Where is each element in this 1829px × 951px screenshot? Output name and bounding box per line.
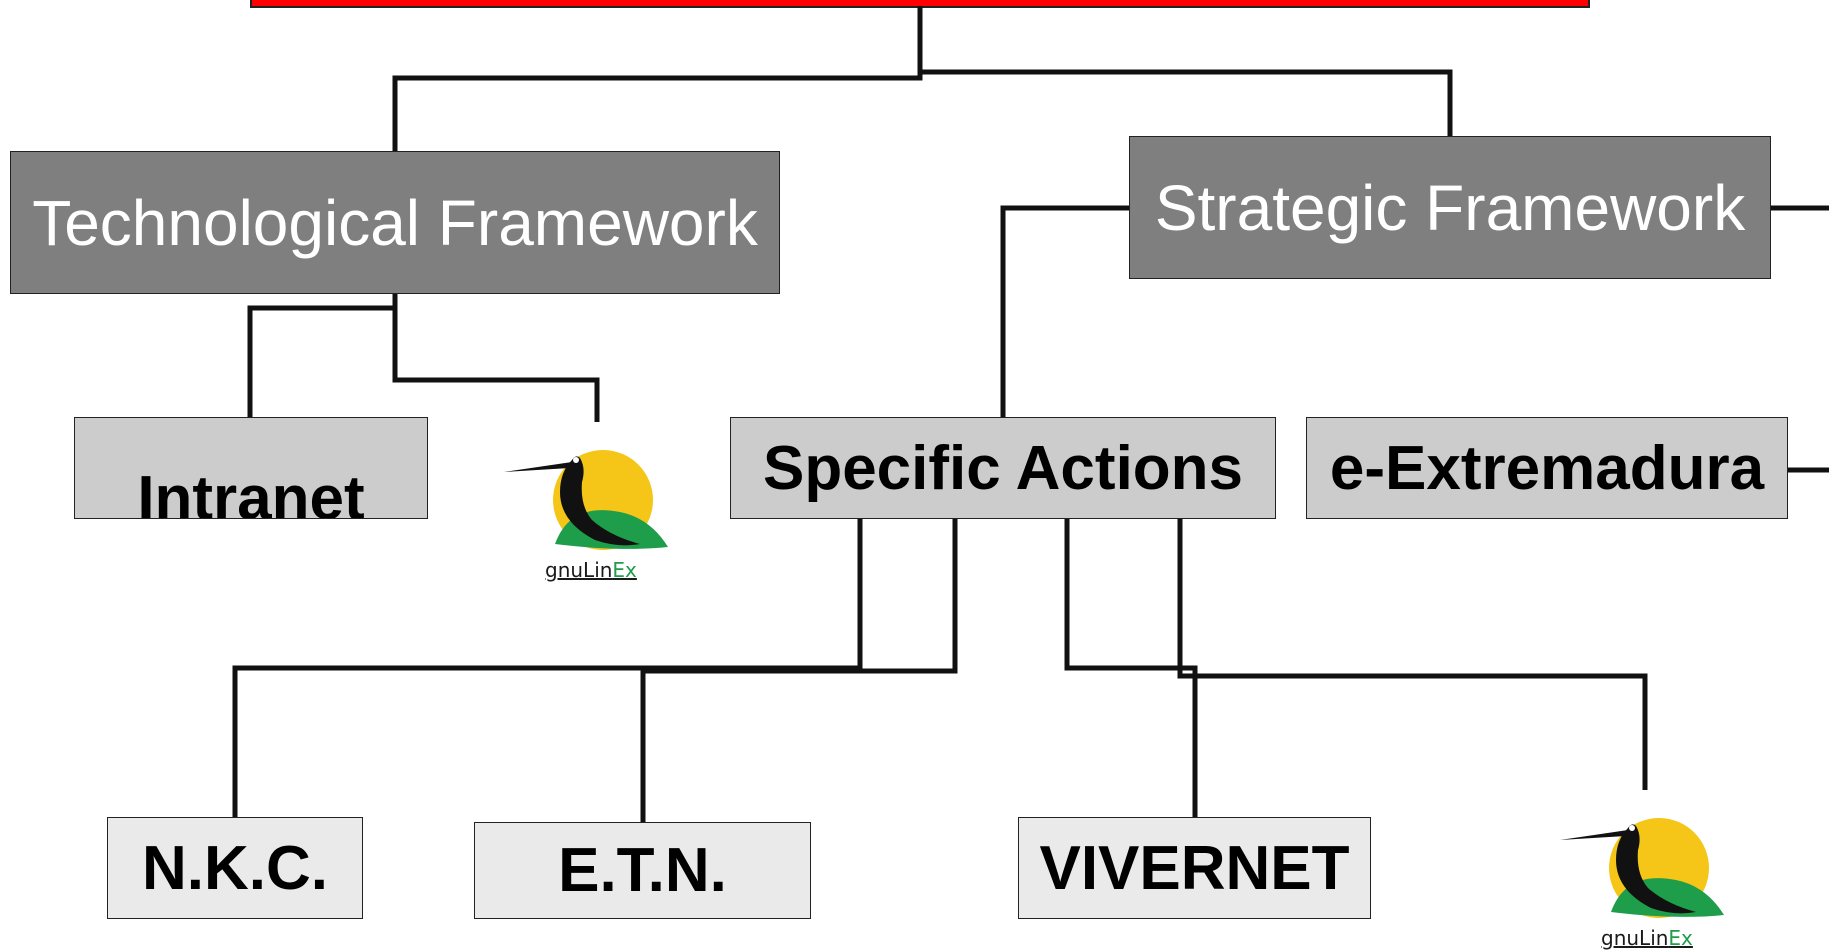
node-strategic-framework-label: Strategic Framework — [1154, 171, 1746, 244]
connector-specific-logo — [1177, 518, 1648, 790]
node-technological-framework-label: Technological Framework — [32, 186, 758, 259]
connector-specific-vivernet — [1064, 518, 1198, 818]
gnulinex-logo — [504, 450, 668, 550]
gnulinex-logo-label: gnuLinEx — [545, 558, 637, 582]
connector-specific-etn — [640, 518, 958, 823]
connector-specific-nkc — [232, 518, 863, 818]
connector-technological-logo — [392, 308, 600, 422]
connector-strategic-specific — [1000, 205, 1130, 418]
node-intranet: Intranet — [74, 417, 428, 519]
gnulinex-logo-label: gnuLinEx — [1601, 926, 1693, 950]
logo-bird-icon — [1616, 824, 1696, 914]
connector-root-technological — [392, 6, 923, 152]
node-technological-framework: Technological Framework — [10, 151, 780, 294]
node-e-extremadura-label: e-Extremadura — [1329, 433, 1765, 503]
gnulinex-logo — [1560, 818, 1724, 918]
node-nkc: N.K.C. — [107, 817, 363, 919]
node-specific-actions-label: Specific Actions — [762, 433, 1244, 503]
node-intranet-label: Intranet — [137, 464, 365, 519]
node-nkc-label: N.K.C. — [142, 833, 328, 903]
node-vivernet-label: VIVERNET — [1039, 833, 1350, 903]
connector-root-strategic — [920, 69, 1453, 138]
logo-bird-icon — [560, 456, 640, 546]
node-etn: E.T.N. — [474, 822, 811, 919]
node-etn-label: E.T.N. — [558, 836, 727, 905]
node-specific-actions: Specific Actions — [730, 417, 1276, 519]
node-e-extremadura: e-Extremadura — [1306, 417, 1788, 519]
node-strategic-framework: Strategic Framework — [1129, 136, 1771, 279]
node-vivernet: VIVERNET — [1018, 817, 1371, 919]
connector-technological-intranet — [247, 293, 398, 418]
